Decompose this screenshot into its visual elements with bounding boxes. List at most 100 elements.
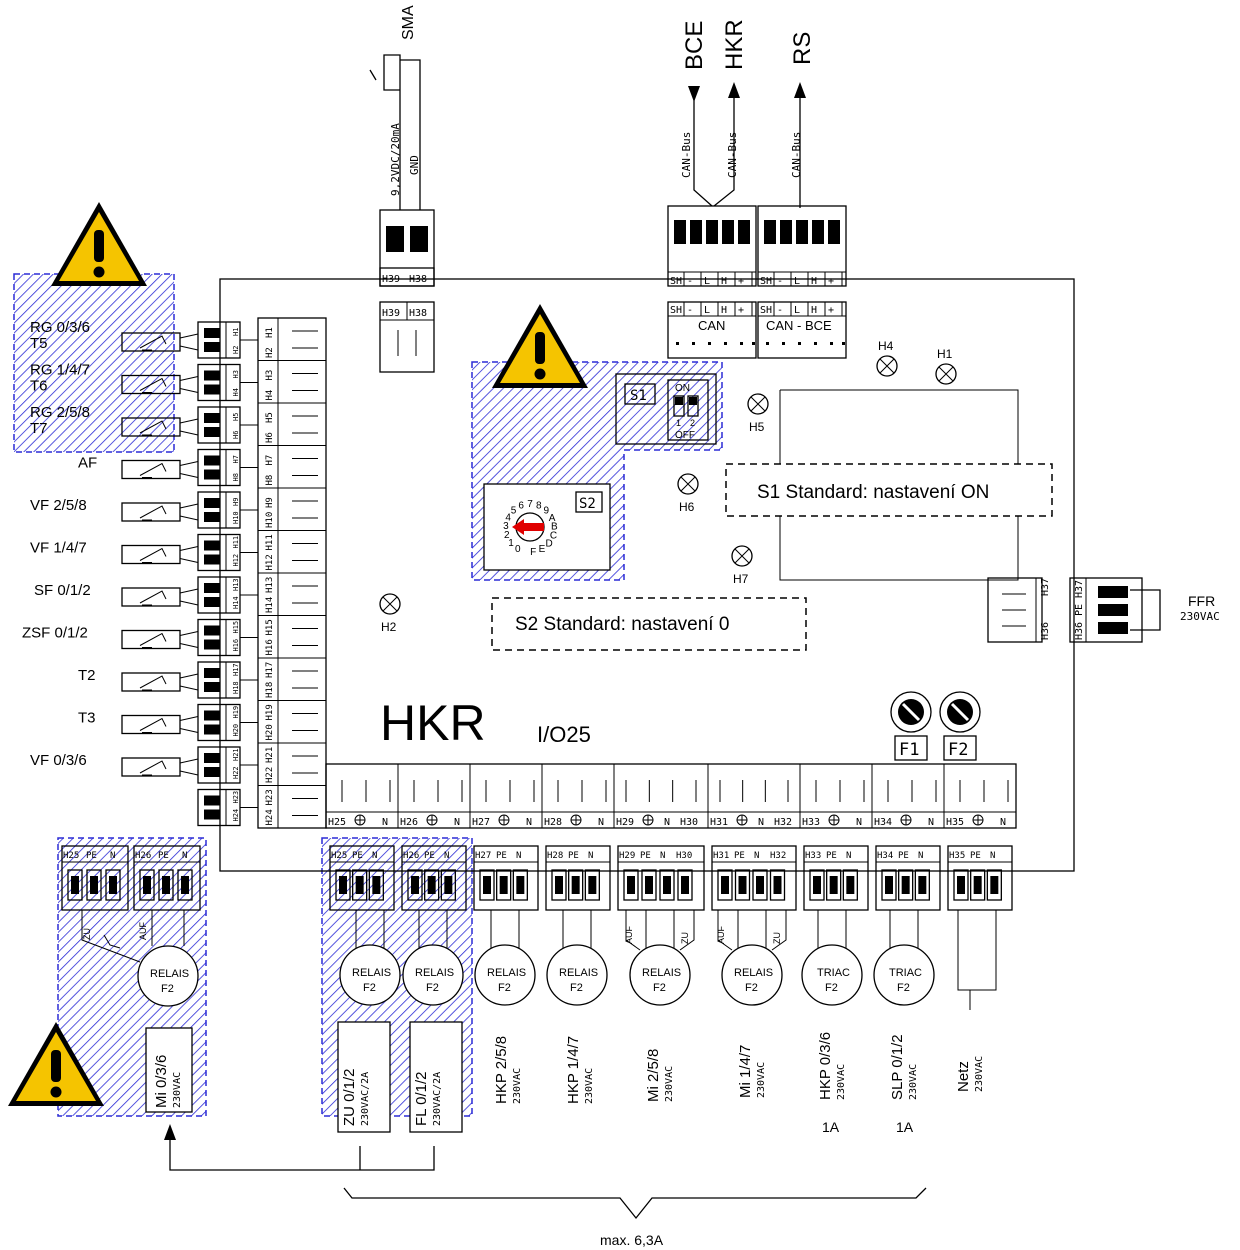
dial-digit-5: 5: [511, 505, 517, 516]
led-panel-frame: [779, 389, 1019, 581]
dial-digit-8: 8: [536, 501, 542, 512]
can-plug-left-pin-label-2: -: [687, 276, 693, 287]
ffr-plug-h37: H37: [1074, 580, 1085, 598]
strip-term-h34: H34: [874, 817, 892, 828]
dip-switch[interactable]: [667, 379, 709, 441]
plug-n-6: N: [846, 851, 851, 861]
socket-label-h38: H38: [409, 308, 427, 319]
output-voltage-0: 230VAC: [172, 1072, 183, 1108]
output-label-1: ZU 0/1/2: [341, 1068, 358, 1126]
output-relais-label-4: RELAIS: [559, 967, 598, 979]
output-fuse-ref-2: F2: [426, 982, 439, 994]
strip-term-h27: H27: [472, 817, 490, 828]
dip-2-label: 2: [690, 418, 695, 428]
output-label-2: FL 0/1/2: [413, 1072, 430, 1126]
board-title: HKR: [380, 695, 486, 751]
sensor-label-3: T6: [30, 378, 48, 395]
plug-term-h20: H20: [232, 724, 240, 737]
rating-slp-012: 1A: [896, 1119, 914, 1135]
can-plug-left-pin-label-1: SH: [670, 276, 682, 287]
plug-term-h33: H33: [805, 851, 821, 861]
label-voltage: 9,2VDC/20mA: [389, 123, 402, 196]
plug-n-4: N: [660, 851, 665, 861]
can-plug-right-pin-3: [796, 220, 808, 244]
dial-digit-B: B: [551, 522, 558, 533]
plug-pin-2: [410, 226, 428, 252]
sensor-label-6: AF: [78, 455, 97, 472]
left-term-h8: H8: [265, 475, 275, 486]
output-zu-6: ZU: [772, 932, 782, 944]
sensor-resistor-1: [121, 374, 181, 395]
output-voltage-8: 230VAC: [908, 1064, 919, 1100]
sensor-label-1: T5: [30, 335, 48, 352]
dip-1[interactable]: [673, 395, 685, 417]
strip-term-n-0: N: [382, 817, 388, 828]
mi036-plug-term-2: H26: [135, 851, 151, 861]
can-plug-right-pin-label-2: -: [777, 276, 783, 287]
fuse-label-box-1: [894, 735, 928, 761]
plug-term-h6: H6: [232, 431, 240, 439]
output-fuse-ref-6: F2: [745, 982, 758, 994]
sensor-resistor-9: [121, 714, 181, 735]
fuse-label-1: F1: [899, 740, 919, 760]
label-canbus-3: CAN-Bus: [790, 132, 803, 178]
ffr-socket-h36: H36: [1040, 622, 1051, 640]
output-plug-h27: [473, 845, 539, 911]
can-plug-left-pin-label-3: L: [704, 276, 710, 287]
output-triac-7: [801, 944, 863, 1006]
mi036-plug-pe-2: PE: [158, 851, 169, 861]
plug-term-h24: H24: [232, 809, 240, 822]
left-term-h21: H21: [265, 747, 275, 763]
sensor-resistor-6: [121, 587, 181, 607]
strip-term-n-3: N: [598, 817, 604, 828]
output-auf-5: AUF: [624, 925, 634, 944]
note-s2-box: [491, 597, 807, 651]
plug-n-2: N: [516, 851, 521, 861]
plug-term-h23: H23: [232, 791, 240, 804]
fuse-label-2: F2: [948, 740, 968, 760]
plug-term-h14: H14: [232, 596, 240, 609]
left-term-h11: H11: [265, 534, 275, 550]
strip-term-n-5: N: [758, 817, 764, 828]
plug-term-h5: H5: [232, 413, 240, 421]
label-hkr: HKR: [721, 19, 748, 70]
strip-term-h33: H33: [802, 817, 820, 828]
can-plug-left-pin-label-5: +: [738, 276, 744, 287]
switch-s2-label: S2: [579, 496, 596, 512]
left-term-h1: H1: [265, 327, 275, 338]
led-h5: [747, 393, 769, 415]
plug-label-row: [379, 267, 435, 287]
rotary-arrow-icon: [512, 519, 544, 535]
can-plug-left-pin-1: [674, 220, 686, 244]
plug-term-h22: H22: [232, 766, 240, 779]
plug-term-h28: H28: [547, 851, 563, 861]
ffr-label: FFR: [1188, 593, 1215, 609]
can-plug-right-socket-pin-4: H: [811, 305, 817, 316]
output-label-5: Mi 2/5/8: [645, 1049, 662, 1102]
dial-digit-C: C: [550, 530, 557, 541]
output-voltage-1: 230VAC/2A: [360, 1072, 371, 1126]
label-bce: BCE: [681, 21, 708, 70]
output-relais-4: [546, 944, 608, 1006]
dip-2[interactable]: [687, 395, 699, 417]
plug-pe-4: PE: [640, 851, 651, 861]
strip-term-n-1: N: [454, 817, 460, 828]
strip-term-h28: H28: [544, 817, 562, 828]
dial-digit-F: F: [530, 547, 536, 558]
output-label-7: HKP 0/3/6: [817, 1032, 834, 1100]
label-canbus-2: CAN-Bus: [726, 132, 739, 178]
warning-icon-left: [51, 202, 147, 286]
mi036-relais-label: RELAIS: [150, 968, 189, 980]
dial-digit-9: 9: [544, 506, 550, 517]
warning-icon-middle: [492, 304, 588, 388]
output-triac-8: [873, 944, 935, 1006]
output-relais-label-1: RELAIS: [352, 967, 391, 979]
plug-term-h32: H32: [770, 851, 786, 861]
plug-term-h10: H10: [232, 511, 240, 524]
led-h1: [935, 363, 957, 385]
sensor-label-12: T3: [78, 710, 96, 727]
output-fuse-ref-1: F2: [363, 982, 376, 994]
output-voltage-2: 230VAC/2A: [432, 1072, 443, 1126]
